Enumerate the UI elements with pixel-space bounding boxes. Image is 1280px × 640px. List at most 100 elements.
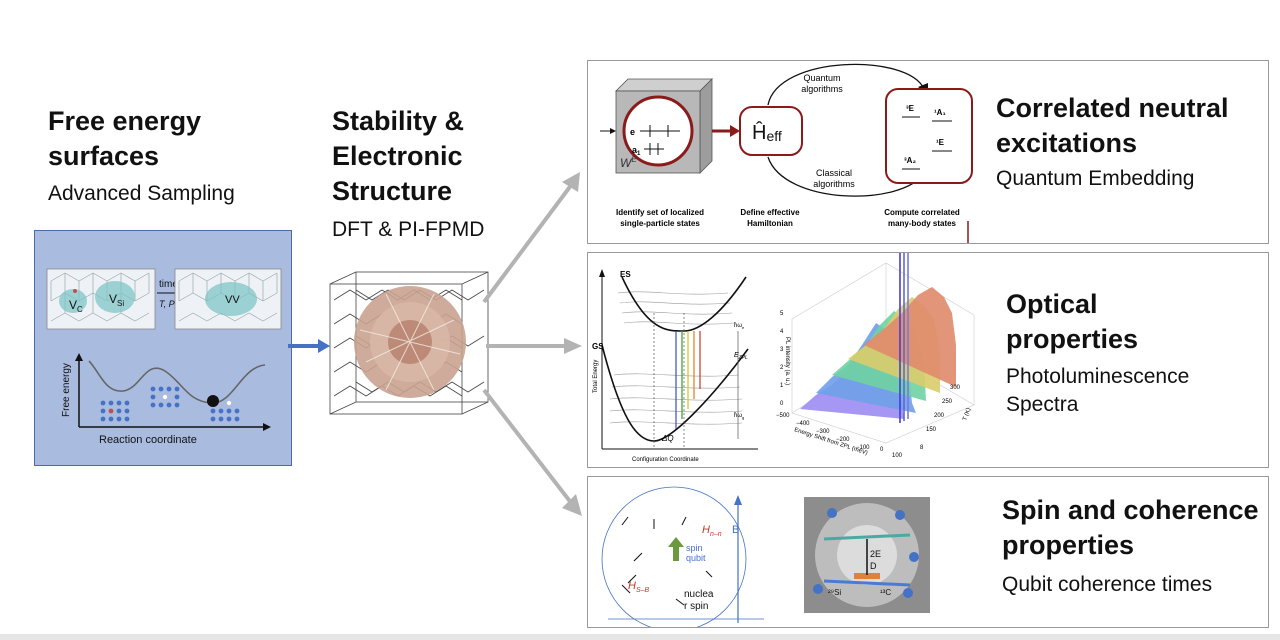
zpl-spikes (899, 253, 909, 423)
z-tick-4: 4 (780, 329, 784, 335)
spin-qubit-label-2: qubit (686, 553, 706, 563)
stability-title: Stability & Electronic Structure (332, 104, 464, 209)
y-tick-3: 250 (942, 399, 953, 405)
y-tick-2: 200 (934, 413, 945, 419)
spin-qubit-label-1: spin (686, 543, 703, 553)
d-label: D (870, 561, 877, 571)
optical-subtitle: Photoluminescence Spectra (1006, 363, 1189, 419)
free-energy-ylabel: Free energy (61, 363, 72, 417)
optical-title-line2: properties (1006, 324, 1139, 354)
free-energy-plot (75, 353, 271, 431)
spin-atom-2 (813, 584, 823, 594)
config-coordinate-diagram: ES GS Total Energy Configuration Coordin… (592, 269, 758, 463)
state-1e: ¹E (936, 138, 945, 147)
spin-panel: B spin qubit Hn–n HS–B nuclea r spin 2E … (587, 476, 1269, 628)
stability-title-line2: Electronic (332, 141, 463, 171)
hnn-label: Hn–n (702, 524, 722, 538)
emission-lines (675, 331, 701, 429)
lattice-after-image (174, 268, 282, 330)
lattice-before-image (46, 268, 156, 330)
correlated-panel: e a1 WE Ĥeff Quantum algorithms Classica… (587, 60, 1269, 244)
si29-label: ²⁹Si (828, 588, 841, 597)
time-label: time (159, 279, 178, 290)
nuclear-spin-label-1: nuclea (684, 589, 714, 600)
red-arrow-head (730, 125, 740, 137)
e-label: e (630, 127, 635, 137)
z-tick-0: 0 (780, 401, 784, 407)
z-tick-2: 2 (780, 365, 784, 371)
spin-subtitle: Qubit coherence times (1002, 573, 1213, 596)
gray-arrows (482, 172, 582, 516)
caption-1-line-1: Identify set of localized (616, 208, 704, 217)
state-1a1: ¹A₁ (934, 108, 946, 117)
stability-title-line3: Structure (332, 176, 453, 206)
caption-1-line-2: single-particle states (620, 219, 700, 228)
pl-ylabel: T (K) (962, 407, 972, 421)
ezpl-label: EZPL (734, 352, 748, 361)
free-energy-inset: VC VSi time T, P VV (34, 230, 292, 466)
x-tick-3: −200 (836, 437, 850, 443)
optical-title-line1: Optical (1006, 289, 1098, 319)
blue-arrow (288, 339, 330, 353)
embedding-diagram: e a1 WE Ĥeff Quantum algorithms Classica… (600, 63, 973, 243)
hw-g-label: ħωg (734, 413, 744, 420)
stability-title-line1: Stability & (332, 106, 465, 136)
quantum-arrow (767, 63, 925, 106)
vc-label: VC (69, 298, 83, 314)
hw-e-label: ħωe (734, 323, 745, 330)
nuclear-spin-label-2: r spin (684, 601, 708, 612)
es-label: ES (620, 270, 631, 279)
spin-title-line2: properties (1002, 530, 1135, 560)
orbital-levels (640, 125, 680, 155)
state-3e: ³E (906, 104, 915, 113)
two-e-label: 2E (870, 549, 881, 559)
gs-label: GS (592, 342, 604, 351)
cc-y-axis-head (599, 269, 605, 277)
correlated-title-line1: Correlated neutral (996, 93, 1229, 123)
defect-bond-2 (823, 579, 911, 587)
vsi-label: VSi (109, 292, 124, 308)
correlated-subtitle: Quantum Embedding (996, 167, 1195, 190)
total-energy-label: Total Energy (593, 360, 599, 393)
free-energy-inset-svg: VC VSi time T, P VV (46, 268, 282, 446)
config-coordinate-label: Configuration Coordinate (632, 457, 699, 463)
supercell-image (329, 271, 489, 415)
classical-label-2: algorithms (813, 179, 855, 189)
in-arrow-head (610, 128, 616, 134)
optical-subtitle-line1: Photoluminescence (1006, 365, 1190, 388)
spin-qubit-arrow (668, 537, 684, 561)
b-label: B (732, 524, 739, 536)
spin-bath-diagram: B spin qubit Hn–n HS–B nuclea r spin (601, 486, 764, 627)
x-tick-2: −300 (816, 429, 830, 435)
optical-title: Optical properties (1006, 287, 1138, 357)
correlated-title-line2: excitations (996, 128, 1138, 158)
optical-subtitle-line2: Spectra (1006, 393, 1079, 416)
orange-level (854, 573, 880, 579)
pl-zlabel: PL intensity (a. u.) (784, 337, 790, 385)
free-energy-title: Free energy surfaces (48, 104, 201, 174)
y-tick-4: 300 (950, 385, 961, 391)
b-field-arrow-head (734, 495, 742, 505)
quantum-label-2: algorithms (801, 84, 843, 94)
spin-atom-4 (909, 552, 919, 562)
heff-box (739, 106, 803, 156)
gs-curve (601, 344, 749, 442)
spin-title-line1: Spin and coherence (1002, 495, 1259, 525)
c13-label: ¹³C (880, 588, 891, 597)
spin-atom-5 (895, 510, 905, 520)
free-energy-title-line2: surfaces (48, 141, 160, 171)
defect-spin-image: 2E D ²⁹Si ¹³C (804, 497, 930, 613)
pl-spectra-plot: PL intensity (a. u.) 0 1 2 3 4 5 −500 −4… (776, 253, 975, 459)
tp-label: T, P (159, 299, 175, 309)
free-energy-title-line1: Free energy (48, 106, 202, 136)
x-tick-6: 100 (892, 453, 903, 459)
stability-subtitle: DFT & PI-FPMD (332, 218, 485, 241)
hsb-label: HS–B (628, 580, 650, 594)
heff-label: Ĥeff (752, 121, 782, 144)
many-body-box (885, 88, 973, 184)
state-3a2: ³A₂ (904, 156, 916, 165)
bath-circle (601, 486, 747, 627)
spin-atom-3 (903, 588, 913, 598)
vv-label: VV (225, 294, 240, 306)
pl-z-ticks: 0 1 2 3 4 5 (780, 311, 784, 407)
